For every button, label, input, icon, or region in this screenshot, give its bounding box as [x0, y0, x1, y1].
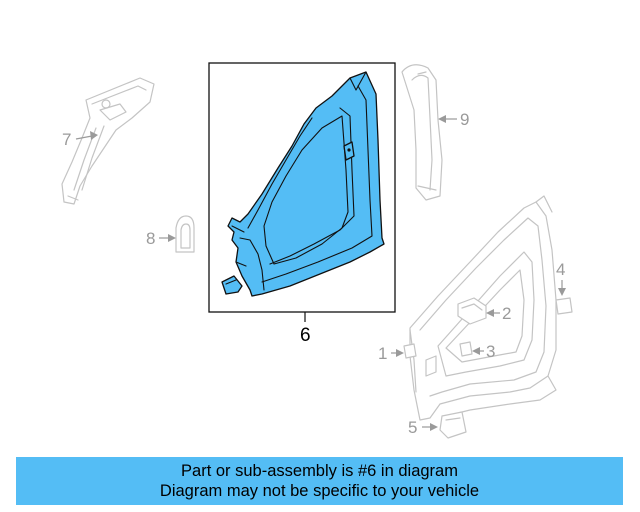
svg-text:4: 4 — [556, 260, 565, 279]
part-8-clip — [175, 215, 195, 253]
svg-text:2: 2 — [502, 304, 511, 323]
callout-7: 7 — [62, 130, 98, 149]
part-3-bracket — [459, 341, 473, 357]
svg-text:3: 3 — [486, 342, 495, 361]
callout-9: 9 — [438, 110, 469, 129]
callout-1: 1 — [378, 344, 404, 363]
banner-line-2: Diagram may not be specific to your vehi… — [159, 482, 480, 500]
part-6-clip[interactable] — [221, 275, 243, 295]
svg-text:1: 1 — [378, 344, 387, 363]
part-9-trim-strip — [401, 64, 443, 201]
svg-text:6: 6 — [300, 325, 311, 346]
callout-3: 3 — [472, 342, 495, 361]
info-banner: Part or sub-assembly is #6 in diagram Di… — [16, 457, 623, 505]
callout-5: 5 — [408, 418, 438, 437]
svg-text:8: 8 — [146, 229, 155, 248]
svg-text:5: 5 — [408, 418, 417, 437]
callout-2: 2 — [486, 304, 511, 323]
part-6-pillar-trim[interactable] — [227, 71, 385, 297]
part-7-pillar-reinforcement — [61, 77, 155, 205]
callout-4: 4 — [556, 260, 566, 296]
part-5-bracket — [439, 411, 467, 439]
svg-text:9: 9 — [460, 110, 469, 129]
svg-text:7: 7 — [62, 130, 71, 149]
body-side-frame — [409, 195, 557, 421]
part-4-clip — [555, 297, 573, 315]
callout-6: 6 — [300, 312, 311, 346]
part-2-bracket — [457, 297, 487, 325]
part-1-bracket — [403, 343, 417, 359]
banner-line-1: Part or sub-assembly is #6 in diagram — [181, 462, 458, 480]
callout-8: 8 — [146, 229, 176, 248]
